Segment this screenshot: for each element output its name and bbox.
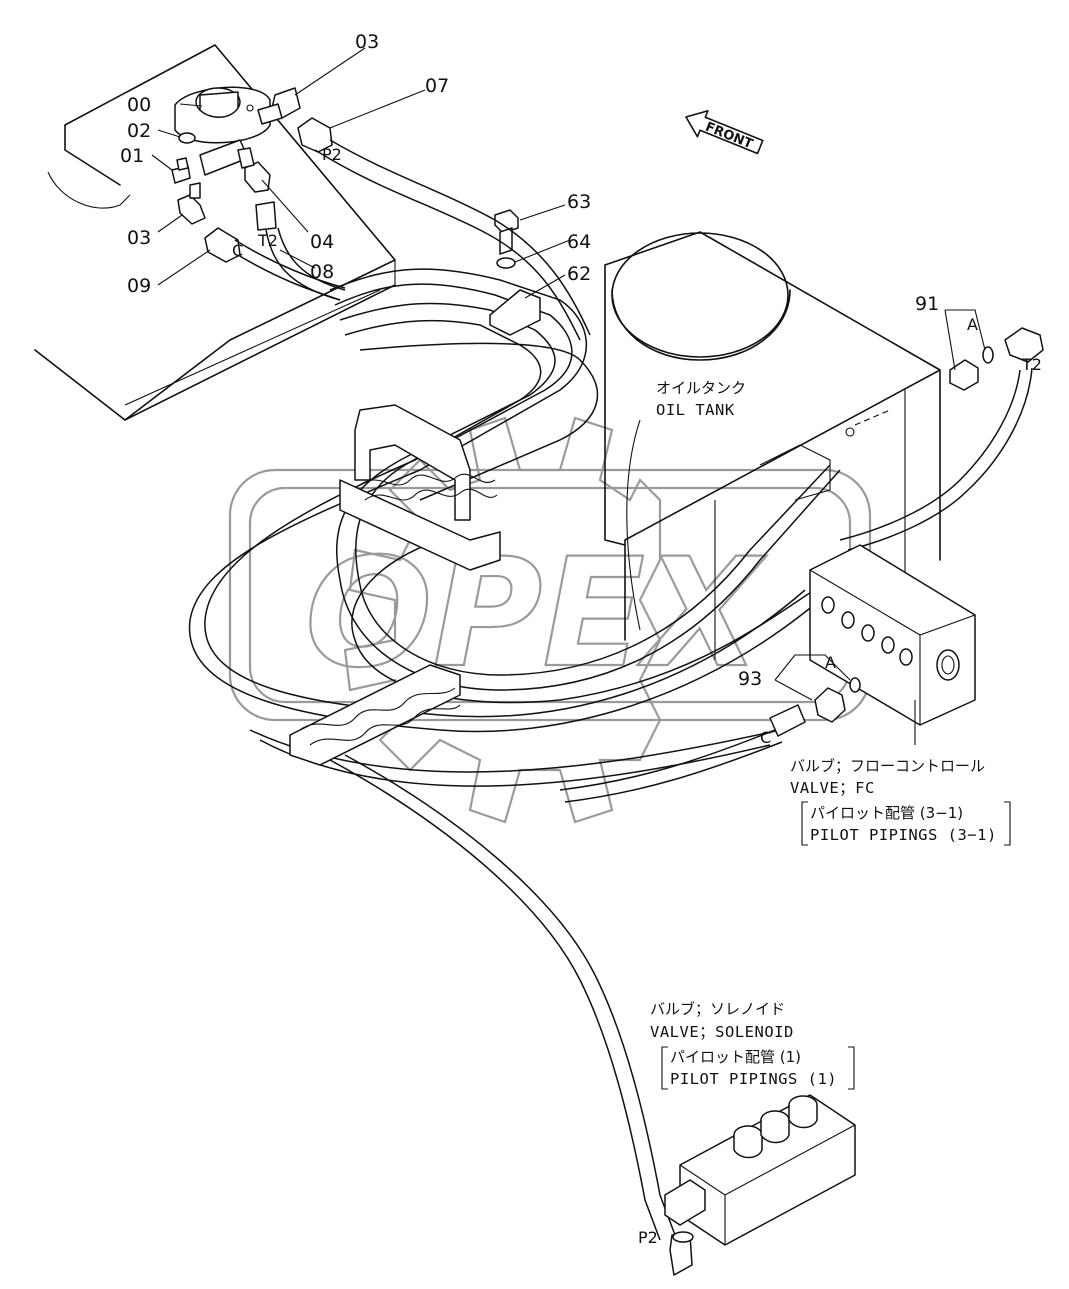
fc-valve-ref-bracket-right [1004,801,1011,846]
elbow-t2-right [1004,327,1044,363]
lower-clamp [289,664,461,766]
valve-assembly-00 [174,86,271,176]
elbow-04 [237,147,271,193]
port-marker-t2-left: T2 [257,231,278,250]
washer-02 [178,132,196,144]
leader-lines [151,47,986,701]
oil-tank-label-en: OIL TANK [656,401,735,419]
oil-tank-leader [626,419,641,631]
front-arrow: FRONT [685,109,764,155]
solenoid-valve [664,1094,856,1276]
part-label-01: 01 [120,145,144,167]
solenoid-valve-label-jp: バルブ；ソレノイド [650,1000,785,1018]
screw-01 [171,157,191,184]
part-label-04: 04 [310,231,334,253]
fitting-93 [769,677,861,737]
elbow-03-top [257,87,301,125]
hose-07-edge [329,139,591,336]
part-label-08: 08 [310,261,334,283]
hose-fc [559,729,776,791]
part-label-03-bottom: 03 [127,227,151,249]
watermark-gear [228,416,872,824]
washer-64 [496,257,516,269]
fitting-08 [255,201,277,231]
port-marker-a-right: A [967,315,978,334]
fitting-91 [949,346,994,391]
part-label-63: 63 [567,191,591,213]
hose-08-edge [277,227,346,291]
part-label-93: 93 [738,668,762,690]
solenoid-valve-ref-bracket-right [848,1046,855,1090]
solenoid-valve-label-en: VALVE；SOLENOID [650,1023,794,1041]
part-label-02: 02 [127,120,151,142]
hose-right [839,369,1021,541]
fc-valve-ref-en: PILOT PIPINGS (3−1) [810,826,997,844]
solenoid-valve-ref-bracket-left [661,1046,668,1090]
part-label-64: 64 [567,231,591,253]
hose-right-edge [847,367,1033,551]
fc-valve-label-jp: バルブ；フローコントロール [790,757,985,775]
part-label-00: 00 [127,94,151,116]
port-marker-a-mid: A [825,653,836,672]
upper-clamp [339,404,501,571]
oil-tank [604,231,941,660]
solenoid-valve-ref-jp: パイロット配管 (1) [670,1048,801,1066]
oil-tank-label-jp: オイルタンク [656,379,746,397]
part-label-03-top: 03 [355,31,379,53]
fc-valve-ref-bracket-left [801,801,808,846]
part-label-62: 62 [567,263,591,285]
bolt-63 [494,209,519,255]
port-marker-c-mid: C [760,728,771,747]
elbow-03-bottom [177,182,206,225]
fc-valve-label-en: VALVE；FC [790,779,875,797]
hose-fc-edge [564,741,783,803]
hose-08 [265,229,341,301]
part-label-09: 09 [127,275,151,297]
hose-clamp-62 [489,289,541,336]
fc-valve-ref-jp: パイロット配管 (3−1) [810,804,963,822]
solenoid-valve-ref-en: PILOT PIPINGS (1) [670,1070,837,1088]
port-marker-p2-top: P2 [322,145,342,164]
front-arrow-label: FRONT [703,120,755,153]
watermark-text: OPEX [305,527,767,701]
port-marker-t2-right: T2 [1021,355,1042,374]
port-marker-p2-bottom: P2 [638,1228,658,1247]
part-label-07: 07 [425,75,449,97]
frame-deck [34,44,396,421]
hose-bundle [188,268,841,1241]
hose-09-edge [234,239,346,289]
fitting-07 [297,117,333,153]
hose-07 [314,149,581,341]
port-marker-c-left: C [232,241,243,260]
part-label-91: 91 [915,293,939,315]
